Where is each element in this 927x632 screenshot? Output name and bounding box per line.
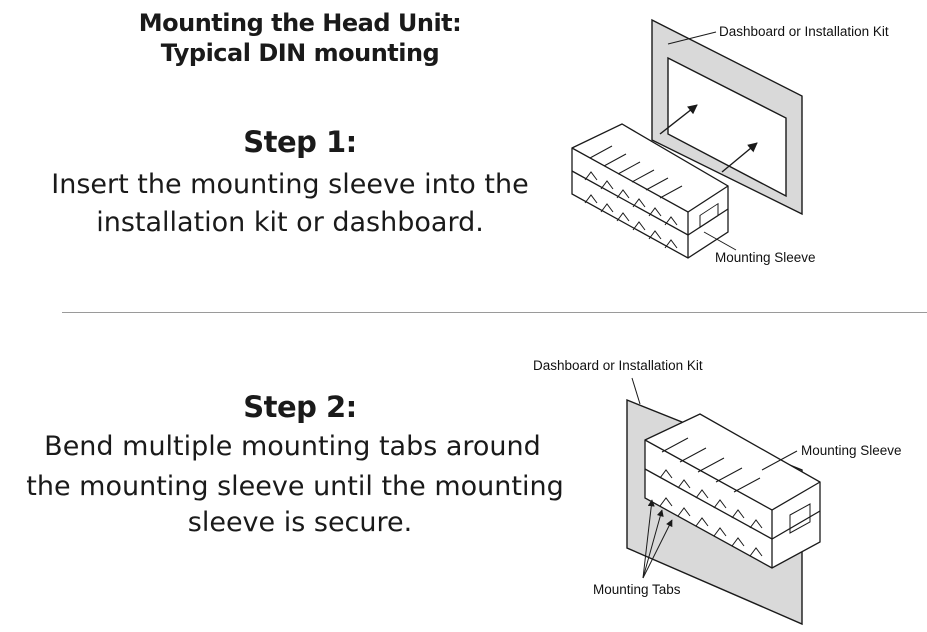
step1-sleeve-label: Mounting Sleeve bbox=[715, 250, 816, 265]
step2-tabs-label: Mounting Tabs bbox=[593, 582, 681, 597]
step1-arrow-upper bbox=[659, 104, 698, 135]
step1-mounting-sleeve bbox=[571, 123, 729, 259]
step1-instruction-line-2: installation kit or dashboard. bbox=[96, 207, 484, 238]
section-divider bbox=[62, 312, 927, 313]
step2-tab-leader-1 bbox=[642, 499, 655, 579]
step2-sleeve-leader bbox=[761, 450, 798, 471]
step1-heading: Step 1: bbox=[243, 125, 357, 159]
step2-heading: Step 2: bbox=[243, 390, 357, 424]
step2-illustration bbox=[626, 377, 821, 626]
step1-dashboard-label: Dashboard or Installation Kit bbox=[719, 24, 889, 39]
step2-instruction-line-3: sleeve is secure. bbox=[187, 507, 413, 538]
step1-arrow-lower bbox=[721, 142, 758, 173]
step2-sleeve-label: Mounting Sleeve bbox=[801, 443, 902, 458]
step2-instruction-line-2: the mounting sleeve until the mounting bbox=[26, 471, 564, 502]
step2-tab-leader-3 bbox=[642, 519, 673, 579]
step1-dashboard-panel bbox=[651, 18, 803, 216]
step1-illustration bbox=[571, 18, 803, 259]
page-title-line-2: Typical DIN mounting bbox=[160, 39, 440, 67]
step2-mounting-sleeve bbox=[644, 413, 821, 569]
step1-sleeve-leader bbox=[703, 231, 737, 251]
step2-dashboard-leader bbox=[631, 377, 641, 405]
step2-instruction-line-1: Bend multiple mounting tabs around bbox=[44, 431, 541, 462]
step2-dashboard-label: Dashboard or Installation Kit bbox=[533, 358, 703, 373]
page-title-line-1: Mounting the Head Unit: bbox=[138, 9, 462, 37]
step1-instruction-line-1: Insert the mounting sleeve into the bbox=[51, 169, 529, 200]
step2-tab-leader-2 bbox=[642, 509, 664, 579]
step1-dashboard-leader bbox=[667, 31, 717, 45]
